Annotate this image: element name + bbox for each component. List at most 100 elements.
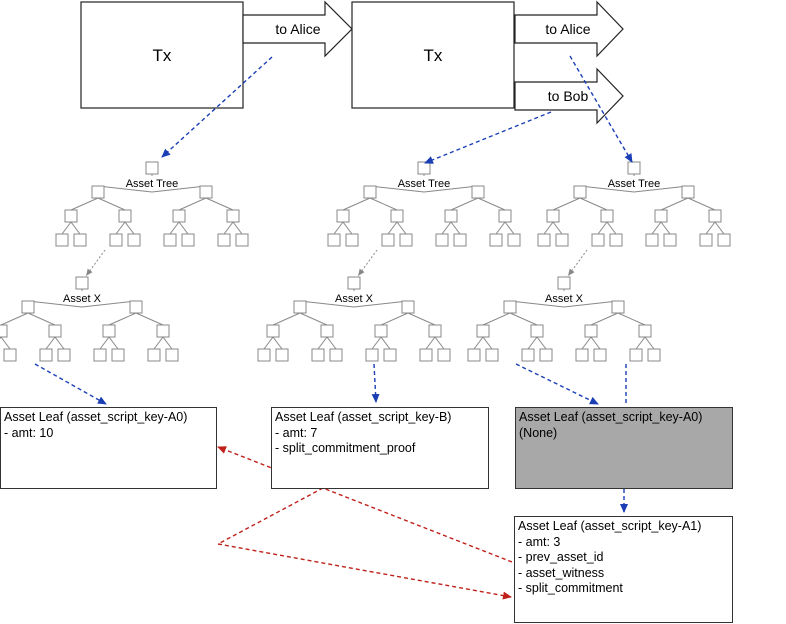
tree-node	[311, 348, 325, 362]
tree-node	[399, 233, 413, 247]
asset-x-subtree-3: Asset X	[467, 276, 661, 362]
tree-node	[609, 233, 623, 247]
tree-node	[118, 209, 132, 223]
link-bob-to-tree2	[424, 111, 552, 164]
tx1-box	[80, 1, 244, 109]
tree-node	[93, 348, 107, 362]
asset-leaf-none: Asset Leaf (asset_script_key-A0) (None)	[515, 407, 733, 489]
tree-label: Asset Tree	[608, 178, 661, 190]
tree-node	[390, 209, 404, 223]
tree-node	[521, 348, 535, 362]
tree-node	[647, 348, 661, 362]
tree-node	[654, 209, 668, 223]
tree-node	[329, 348, 343, 362]
tree-node	[64, 209, 78, 223]
tree-node	[600, 209, 614, 223]
tree-node	[172, 209, 186, 223]
tree-node	[109, 233, 123, 247]
asset-tree-1: Asset Tree	[55, 161, 249, 247]
tree-label: Asset X	[63, 293, 102, 305]
tree-node	[507, 233, 521, 247]
tree-node	[111, 348, 125, 362]
tree-node	[663, 233, 677, 247]
tree-node	[129, 300, 143, 314]
link-leafB-to-splitcommit	[215, 487, 512, 600]
leaf-A1-split-commitment: - split_commitment	[518, 581, 623, 595]
tree-node	[435, 233, 449, 247]
tree-node	[381, 233, 395, 247]
tree-label: Asset Tree	[398, 178, 451, 190]
tx2-output-arrow-alice	[514, 0, 624, 58]
tree-label: Asset X	[545, 293, 584, 305]
tree-node	[55, 233, 69, 247]
tree-node	[363, 185, 377, 199]
tree-node	[498, 209, 512, 223]
tx2-label: Tx	[424, 46, 443, 65]
asset-leaf-A1: Asset Leaf (asset_script_key-A1) - amt: …	[514, 516, 733, 623]
tree-node-root	[347, 276, 361, 290]
leaf-none-status: (None)	[519, 425, 558, 440]
leaf-B-title: Asset Leaf (asset_script_key-B)	[275, 410, 452, 424]
tree-node-root	[627, 161, 641, 175]
tree-node	[39, 348, 53, 362]
tree-node	[453, 233, 467, 247]
tree-node	[708, 209, 722, 223]
tx2-output-arrow-bob	[514, 67, 624, 125]
leaf-A1-asset-witness: - asset_witness	[518, 565, 605, 580]
tree-node	[147, 348, 161, 362]
tree-node	[467, 348, 481, 362]
red-links	[215, 446, 513, 600]
tree-node	[476, 324, 490, 338]
tx1-label: Tx	[153, 46, 172, 65]
link-tree2-to-leafB	[371, 363, 380, 403]
tree-node	[681, 185, 695, 199]
blue-links	[34, 55, 633, 513]
tree-to-asset-link	[567, 249, 588, 277]
tx2-output-bob-label: to Bob	[548, 88, 589, 104]
tree-to-asset-link	[85, 249, 106, 277]
asset-x-subtree-2: Asset X	[257, 276, 451, 362]
asset-leaf-A0: Asset Leaf (asset_script_key-A0) - amt: …	[0, 407, 217, 489]
tree-node	[537, 233, 551, 247]
tree-node	[365, 348, 379, 362]
tree-node	[48, 324, 62, 338]
tree-node	[503, 300, 517, 314]
tree-node-root	[557, 276, 571, 290]
tree-node	[611, 300, 625, 314]
tree-node	[235, 233, 249, 247]
asset-x-subtree-1: Asset X	[0, 276, 179, 362]
tree-node	[266, 324, 280, 338]
tree-node	[555, 233, 569, 247]
tree-label: Asset X	[335, 293, 374, 305]
asset-tree-3: Asset Tree	[537, 161, 731, 247]
tree-node	[638, 324, 652, 338]
tree-node	[327, 233, 341, 247]
leaf-A1-title: Asset Leaf (asset_script_key-A1)	[518, 519, 702, 533]
tree-node	[575, 348, 589, 362]
tx2-box	[351, 1, 515, 109]
tree-label: Asset Tree	[126, 178, 179, 190]
tree-node	[217, 233, 231, 247]
tree-node	[293, 300, 307, 314]
tree-node	[73, 233, 87, 247]
link-tree3-to-leafNone	[515, 363, 599, 405]
tree-node	[573, 185, 587, 199]
tree-node	[181, 233, 195, 247]
tx2: Tx to Alice to Bob	[351, 0, 624, 125]
tree-node	[546, 209, 560, 223]
leaf-B-amt: - amt: 7	[275, 425, 318, 440]
tree-node	[485, 348, 499, 362]
tree-node	[593, 348, 607, 362]
leaf-A1-amt: - amt: 3	[518, 534, 561, 549]
tree-node	[591, 233, 605, 247]
tree-node	[539, 348, 553, 362]
tx1-output-arrow-alice	[242, 0, 353, 58]
tree-node	[383, 348, 397, 362]
tree-node	[530, 324, 544, 338]
tree-node	[584, 324, 598, 338]
tree-node	[645, 233, 659, 247]
link-tx1-to-tree1	[161, 56, 273, 158]
tree-node	[156, 324, 170, 338]
tree-to-asset-link	[357, 249, 378, 277]
tree-node	[437, 348, 451, 362]
